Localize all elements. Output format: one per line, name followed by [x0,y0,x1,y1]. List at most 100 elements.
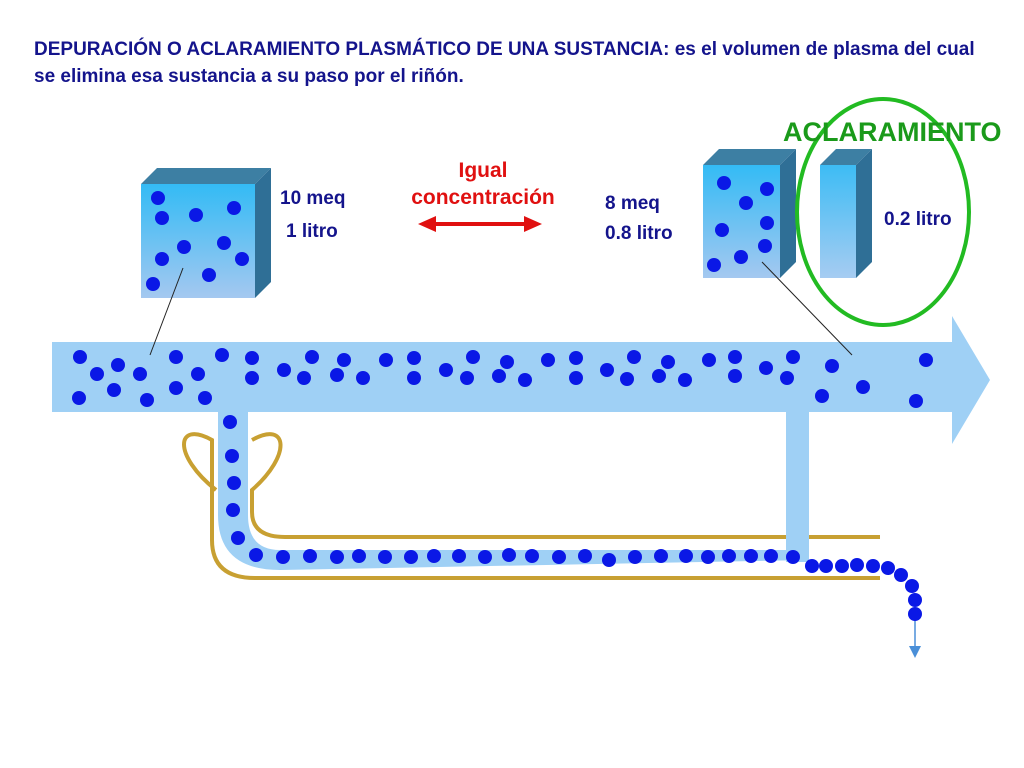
solute-particle [600,363,614,377]
solute-particle [627,350,641,364]
solute-particle [701,550,715,564]
solute-particle [140,393,154,407]
solute-particle [202,268,216,282]
solute-particle [744,549,758,563]
solute-particle [478,550,492,564]
solute-particle [379,353,393,367]
solute-particle [235,252,249,266]
solute-particle [277,363,291,377]
solute-particle [439,363,453,377]
solute-particle [908,607,922,621]
solute-particle [155,252,169,266]
left-box-amount: 10 meq [280,188,346,209]
solute-particle [303,549,317,563]
solute-particle [866,559,880,573]
solute-particle [245,351,259,365]
solute-particle [825,359,839,373]
solute-particle [305,350,319,364]
solute-particle [728,350,742,364]
solute-particle [894,568,908,582]
blood-vessel [52,316,990,570]
solute-particles [72,176,933,621]
solute-particle [780,371,794,385]
left-box-volume: 1 litro [286,221,338,242]
solute-particle [356,371,370,385]
connector-line-left [149,267,184,356]
page-title: DEPURACIÓN O ACLARAMIENTO PLASMÁTICO DE … [34,39,975,87]
equal-label-line1: Igual [458,159,508,182]
solute-particle [155,211,169,225]
solute-particle [460,371,474,385]
solute-particle [330,368,344,382]
equal-concentration-arrow [418,216,542,232]
solute-particle [297,371,311,385]
solute-particle [146,277,160,291]
solute-particle [217,236,231,250]
solute-particle [652,369,666,383]
solute-particle [654,549,668,563]
solute-particle [231,531,245,545]
clearance-title: ACLARAMIENTO [783,117,1002,147]
solute-particle [602,553,616,567]
solute-particle [352,549,366,563]
solute-particle [226,503,240,517]
solute-particle [525,549,539,563]
solute-particle [679,549,693,563]
solute-particle [227,476,241,490]
solute-particle [678,373,692,387]
solute-particle [133,367,147,381]
solute-particle [620,372,634,386]
cleared-plasma-slab [820,149,872,278]
solute-particle [728,369,742,383]
solute-particle [518,373,532,387]
solute-particle [702,353,716,367]
solute-particle [169,381,183,395]
equal-label-line2: concentración [411,186,555,209]
solute-particle [835,559,849,573]
solute-particle [758,239,772,253]
clearance-ellipse [795,97,971,327]
solute-particle [452,549,466,563]
connector-line-right [761,261,853,356]
right-box-amount: 8 meq [605,193,660,214]
solute-particle [628,550,642,564]
solute-particle [856,380,870,394]
solute-particle [739,196,753,210]
solute-particle [492,369,506,383]
solute-particle [337,353,351,367]
solute-particle [107,383,121,397]
solute-particle [819,559,833,573]
solute-particle [502,548,516,562]
solute-particle [764,549,778,563]
solute-particle [189,208,203,222]
clearance-volume: 0.2 litro [884,209,952,230]
solute-particle [500,355,514,369]
solute-particle [466,350,480,364]
solute-particle [661,355,675,369]
solute-particle [223,415,237,429]
solute-particle [151,191,165,205]
solute-particle [707,258,721,272]
solute-particle [815,389,829,403]
solute-particle [881,561,895,575]
solute-particle [805,559,819,573]
solute-particle [569,371,583,385]
solute-particle [245,371,259,385]
solute-particle [90,367,104,381]
right-box-volume: 0.8 litro [605,223,673,244]
solute-particle [378,550,392,564]
solute-particle [759,361,773,375]
solute-particle [169,350,183,364]
solute-particle [908,593,922,607]
solute-particle [215,348,229,362]
solute-particle [276,550,290,564]
solute-particle [850,558,864,572]
solute-particle [760,182,774,196]
solute-particle [330,550,344,564]
solute-particle [760,216,774,230]
solute-particle [407,371,421,385]
solute-particle [227,201,241,215]
solute-particle [552,550,566,564]
nephron-tubule [182,432,880,580]
